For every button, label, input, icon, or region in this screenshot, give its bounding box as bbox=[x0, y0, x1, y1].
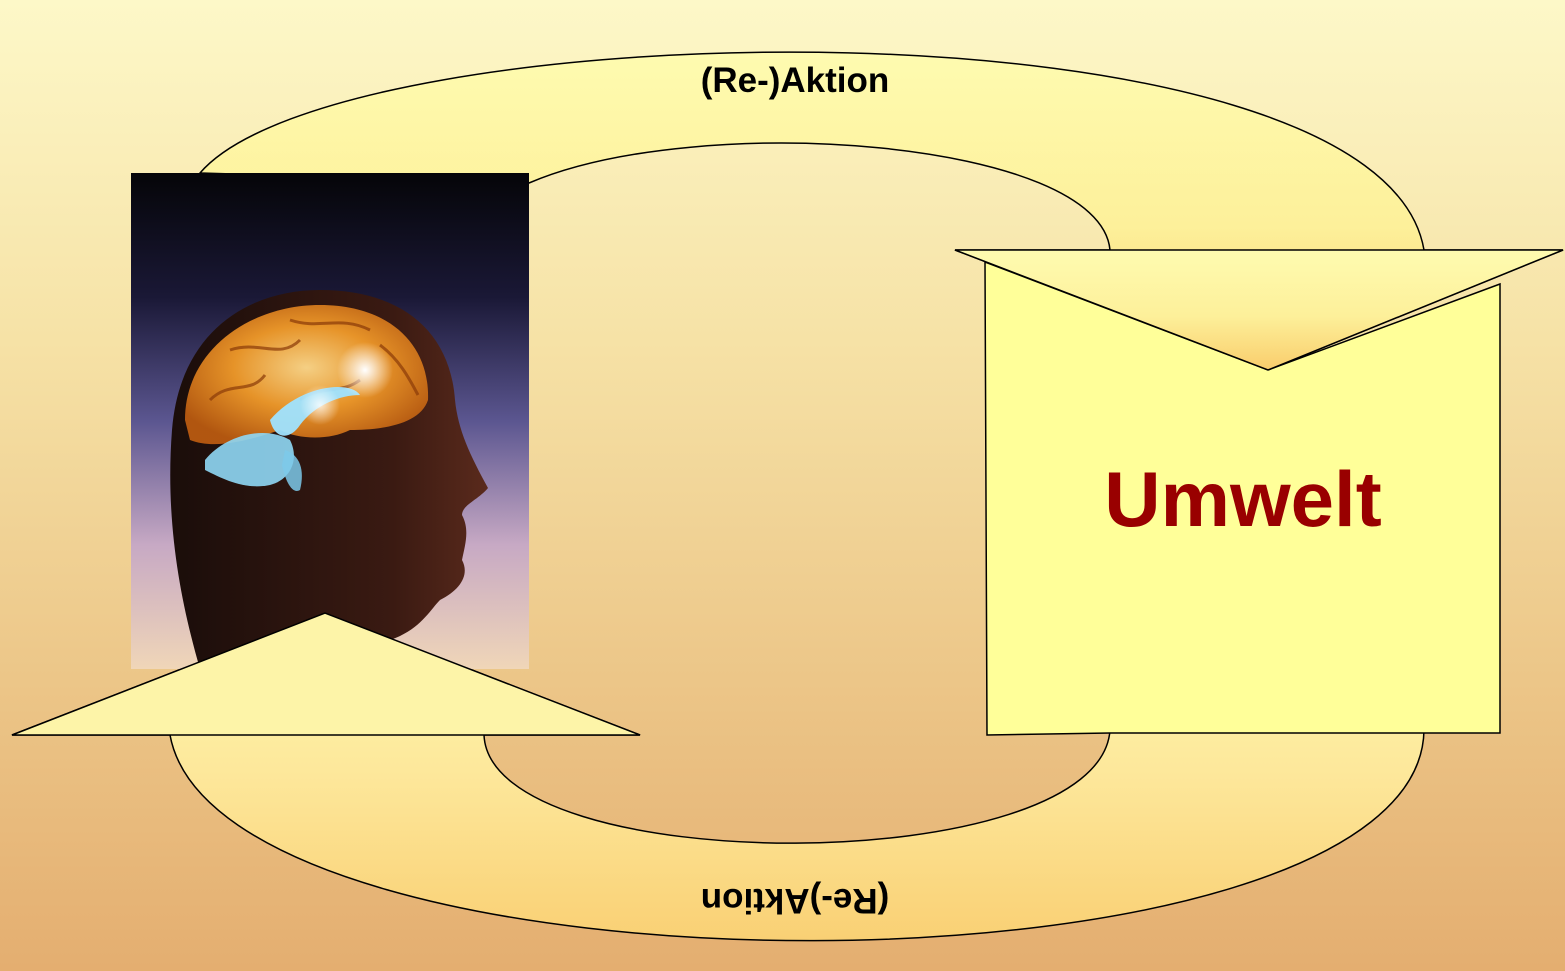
top-arrow-label: (Re-)Aktion bbox=[701, 61, 890, 100]
brainstem bbox=[282, 450, 302, 491]
head-image bbox=[131, 173, 529, 669]
brain-hotspot bbox=[337, 342, 393, 398]
brain-cortex bbox=[185, 305, 429, 445]
cerebellum bbox=[205, 432, 294, 487]
top-arrowhead-overlay bbox=[954, 249, 1564, 371]
umwelt-label: Umwelt bbox=[1104, 455, 1381, 543]
corpus-callosum bbox=[270, 387, 360, 436]
bottom-arrowhead-overlay bbox=[11, 612, 641, 736]
bottom-arrow-label: (Re-)Aktion bbox=[701, 881, 890, 920]
brain-hotspot-small bbox=[300, 385, 340, 425]
